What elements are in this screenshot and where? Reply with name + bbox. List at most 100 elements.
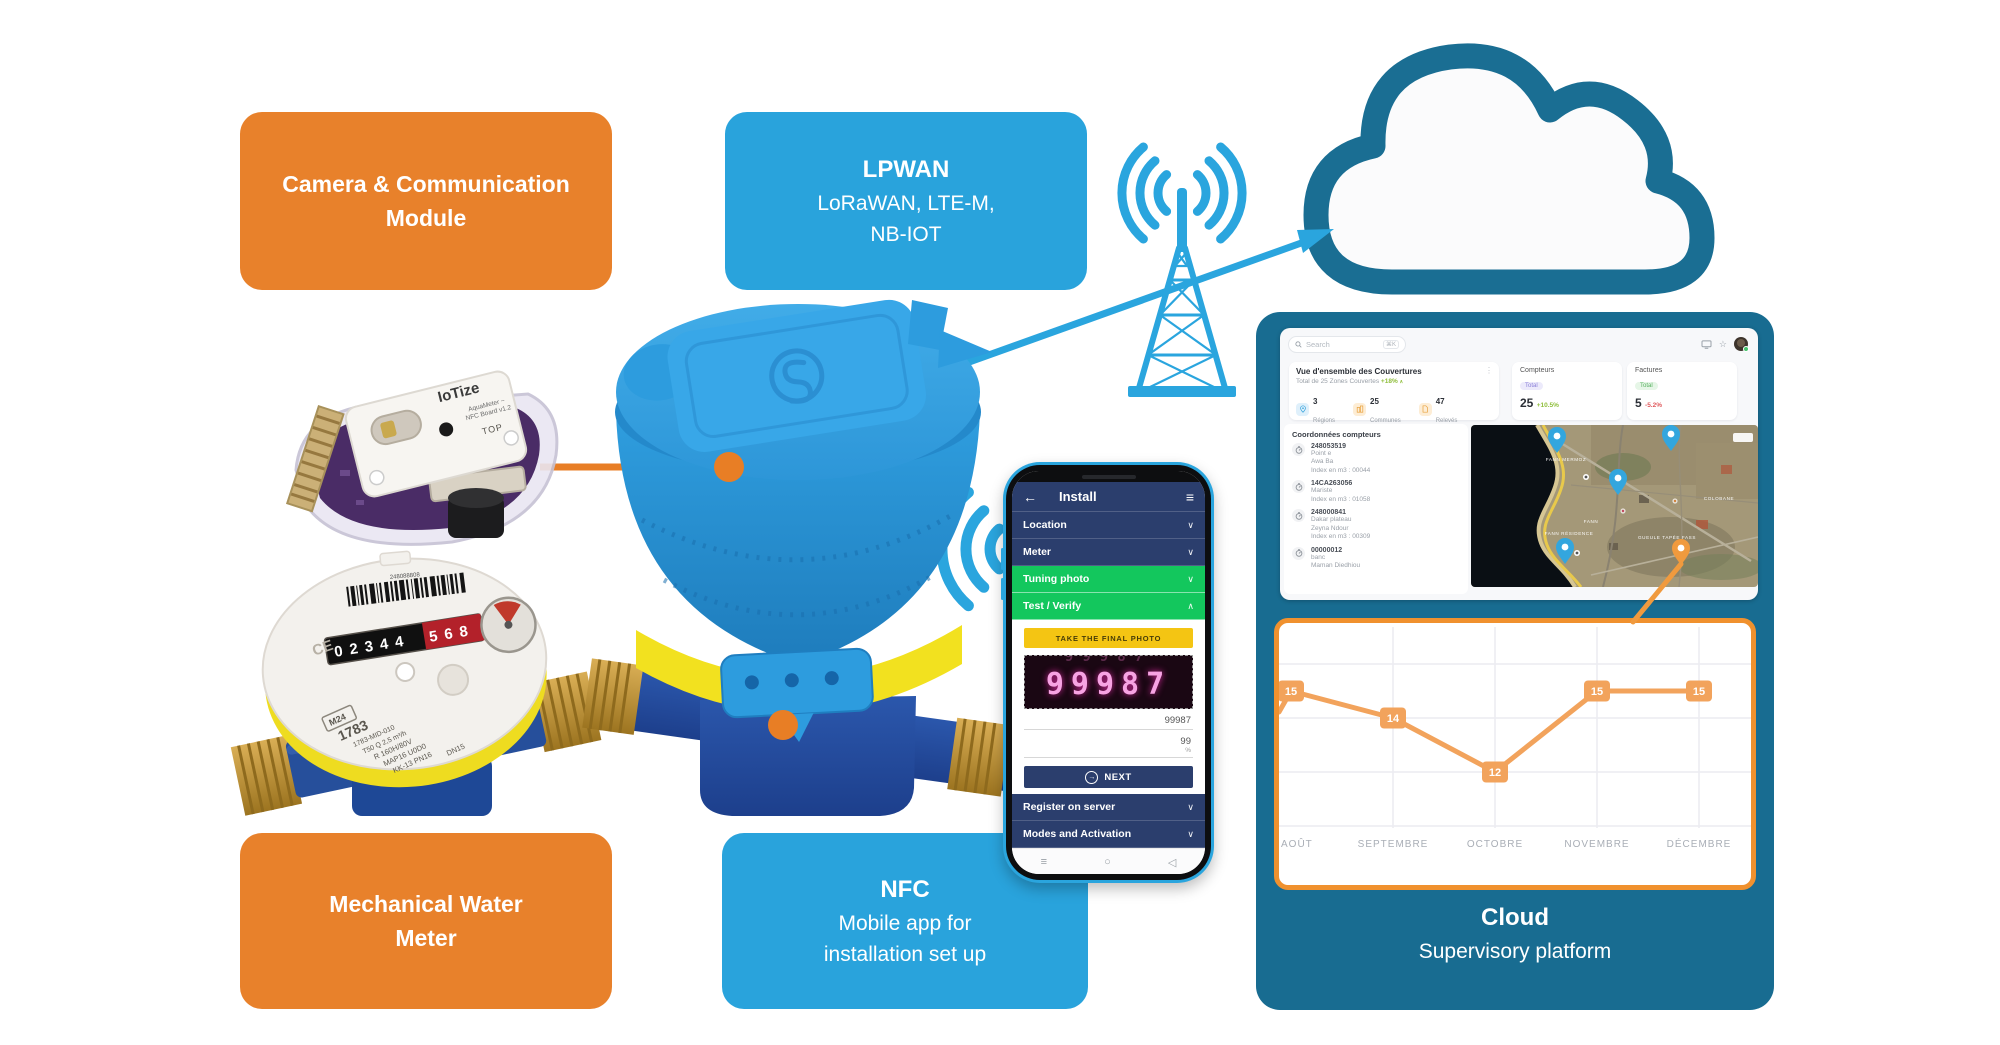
uplink-arrow	[903, 229, 1334, 389]
section-label: Location	[1023, 519, 1067, 531]
phone-volume-button	[1001, 548, 1004, 570]
lpwan-box: LPWAN LoRaWAN, LTE-M, NB-IOT	[725, 112, 1087, 290]
chart-month-label: SEPTEMBRE	[1358, 839, 1429, 850]
cloud-icon	[1303, 43, 1715, 295]
nfc-title: NFC	[880, 875, 930, 903]
avatar[interactable]	[1734, 337, 1749, 352]
section-modes[interactable]: Modes and Activation ∨	[1012, 821, 1205, 848]
section-test-verify[interactable]: Test / Verify ∧	[1012, 593, 1205, 620]
chart-point-value: 12	[1489, 767, 1501, 779]
factures-badge: Total	[1635, 382, 1658, 390]
confidence-value-field[interactable]: 99	[1180, 736, 1191, 747]
chevron-up-icon: ∧	[1187, 600, 1194, 611]
smart-meter-device	[582, 299, 1013, 816]
camera-module-anchor-dot	[714, 452, 744, 482]
meter-barcode-number: 248088808	[390, 572, 421, 581]
stat-regions: 3 Régions	[1296, 391, 1335, 427]
section-location[interactable]: Location ∨	[1012, 512, 1205, 539]
search-input[interactable]: Search ⌘K	[1288, 336, 1406, 353]
stat-value: 25	[1370, 397, 1379, 406]
meter-detail: Dakar plateau	[1311, 516, 1352, 524]
chevron-down-icon: ∨	[1187, 573, 1194, 584]
file-icon	[1418, 402, 1432, 416]
chart-month-label: AOÛT	[1281, 837, 1313, 850]
section-label: Tuning photo	[1023, 573, 1090, 585]
meter-list-title: Coordonnées compteurs	[1292, 430, 1381, 439]
next-button[interactable]: → NEXT	[1024, 766, 1193, 788]
map-label: FANN	[1584, 519, 1599, 524]
section-tuning-photo[interactable]: Tuning photo ∨	[1012, 566, 1205, 593]
map-pin-orange[interactable]	[1672, 539, 1690, 565]
meter-detail: Maman Diedhiou	[1311, 561, 1361, 569]
dashboard-screenshot: Search ⌘K ☆ ⋮ Vue d'ensemble des Couvert…	[1280, 328, 1758, 600]
stat-releves: 47 Relevés	[1418, 391, 1457, 427]
section-meter[interactable]: Meter ∨	[1012, 539, 1205, 566]
factures-card: Factures Total 5 -5.2%	[1627, 362, 1737, 420]
take-photo-button[interactable]: TAKE THE FINAL PHOTO	[1024, 628, 1193, 648]
search-icon	[1295, 341, 1302, 348]
mechanical-meter-photo: 248088808 02344 568 CE M24 1783 1783-	[230, 550, 602, 816]
lpwan-line-2: NB-IOT	[870, 223, 942, 246]
meter-digits-red: 568	[428, 622, 476, 646]
chart-point-badge	[1584, 680, 1610, 702]
map-pin-blue[interactable]	[1662, 425, 1680, 451]
section-register[interactable]: Register on server ∨	[1012, 794, 1205, 821]
section-label: Test / Verify	[1023, 600, 1082, 612]
meter-id: 14CA263056	[1311, 480, 1353, 488]
reading-value-field[interactable]: 99987	[1024, 709, 1193, 730]
overview-title: Vue d'ensemble des Couvertures	[1296, 367, 1422, 376]
gauge-icon	[1292, 509, 1305, 523]
next-label: NEXT	[1104, 771, 1132, 783]
menu-icon[interactable]: ≡	[1185, 488, 1194, 505]
meter-detail: Index en m3 : 00309	[1311, 533, 1371, 541]
back-icon[interactable]: ←	[1023, 488, 1037, 505]
compteurs-trend: +10.5%	[1536, 402, 1559, 409]
mechanical-meter-label-2: Meter	[395, 925, 457, 951]
stat-value: 3	[1313, 397, 1318, 406]
kebab-menu-icon[interactable]: ⋮	[1485, 366, 1493, 375]
map-pin-blue[interactable]	[1556, 538, 1574, 564]
meter-detail: Awa Ba	[1311, 458, 1334, 466]
meter-detail: banc	[1311, 553, 1326, 561]
map-pin-blue[interactable]	[1548, 427, 1566, 453]
meter-id: 248000841	[1311, 509, 1347, 517]
chart-point-badge	[1686, 680, 1712, 702]
overview-card: ⋮ Vue d'ensemble des Couvertures Total d…	[1289, 362, 1499, 424]
chart-month-label: NOVEMBRE	[1564, 839, 1629, 850]
meter-reading-partial-digits: 99987	[1064, 655, 1153, 665]
home-icon[interactable]: ○	[1104, 856, 1111, 868]
camera-module-label-1: Camera & Communication	[282, 170, 570, 197]
mechanical-meter-box: Mechanical Water Meter	[240, 833, 612, 1009]
cloud-platform-panel: Search ⌘K ☆ ⋮ Vue d'ensemble des Couvert…	[1256, 312, 1774, 1010]
map-label: FANN MERMOZ	[1546, 457, 1587, 462]
meter-reading-photo: 99987 99987	[1024, 655, 1193, 709]
map-pin-blue[interactable]	[1609, 469, 1627, 495]
recents-icon[interactable]: ≡	[1040, 856, 1047, 868]
back-nav-icon[interactable]: ◁	[1167, 856, 1177, 869]
building-icon	[1353, 402, 1367, 416]
lpwan-line-1: LoRaWAN, LTE-M,	[817, 191, 995, 215]
region-pin-icon	[1296, 402, 1309, 416]
stat-communes: 25 Communes	[1353, 391, 1401, 427]
test-verify-content: TAKE THE FINAL PHOTO 99987 99987 99987 9…	[1012, 620, 1205, 794]
search-shortcut: ⌘K	[1382, 340, 1399, 349]
chart-month-label: OCTOBRE	[1467, 839, 1523, 850]
chevron-down-icon: ∨	[1187, 828, 1194, 839]
camera-module-label-2: Module	[385, 205, 467, 231]
section-label: Meter	[1023, 546, 1052, 558]
map-label: FANN RÉSIDENCE	[1545, 530, 1594, 536]
star-icon[interactable]: ☆	[1718, 338, 1727, 349]
compteurs-card: Compteurs Total 25 +10.5%	[1512, 362, 1622, 420]
app-title: Install	[1059, 489, 1097, 504]
monitor-icon[interactable]	[1701, 339, 1712, 349]
confidence-unit: %	[1024, 747, 1193, 758]
